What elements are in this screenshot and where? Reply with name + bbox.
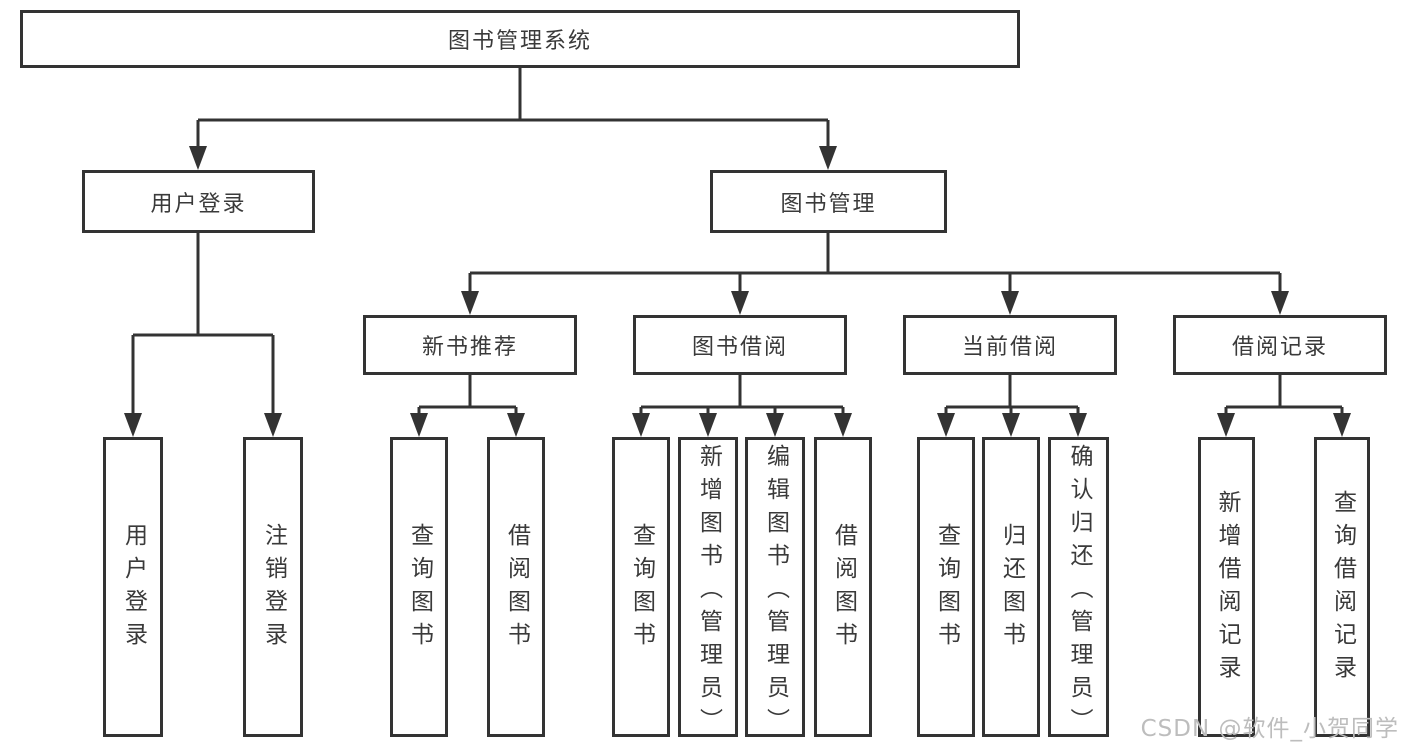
leaf-edit-books-admin: 编辑图书（管理员） [745,437,805,741]
node-borrow-records: 借阅记录 [1173,315,1387,375]
leaf-logout: 注销登录 [243,437,303,737]
leaf-borrow-borrow-books: 借阅图书 [814,437,872,737]
leaf-add-books-admin: 新增图书（管理员） [678,437,738,741]
csdn-watermark: CSDN @软件_小贺同学 [1140,716,1399,742]
leaf-add-borrow-record: 新增借阅记录 [1198,437,1255,737]
leaf-newbook-query-books: 查询图书 [390,437,448,737]
node-root-system: 图书管理系统 [20,10,1020,68]
leaf-borrow-query-books: 查询图书 [612,437,670,737]
leaf-confirm-return-admin: 确认归还（管理员） [1048,437,1109,741]
leaf-newbook-borrow-books: 借阅图书 [487,437,545,737]
leaf-current-query-books: 查询图书 [917,437,975,737]
node-user-login: 用户登录 [82,170,315,233]
connector-arrowheads [124,146,1351,437]
node-book-management: 图书管理 [710,170,947,233]
connector-strokes [131,68,1344,415]
node-new-book-recommend: 新书推荐 [363,315,577,375]
leaf-query-borrow-record: 查询借阅记录 [1314,437,1370,737]
leaf-return-books: 归还图书 [982,437,1040,737]
node-book-borrow: 图书借阅 [633,315,847,375]
leaf-user-login: 用户登录 [103,437,163,737]
node-current-borrow: 当前借阅 [903,315,1117,375]
